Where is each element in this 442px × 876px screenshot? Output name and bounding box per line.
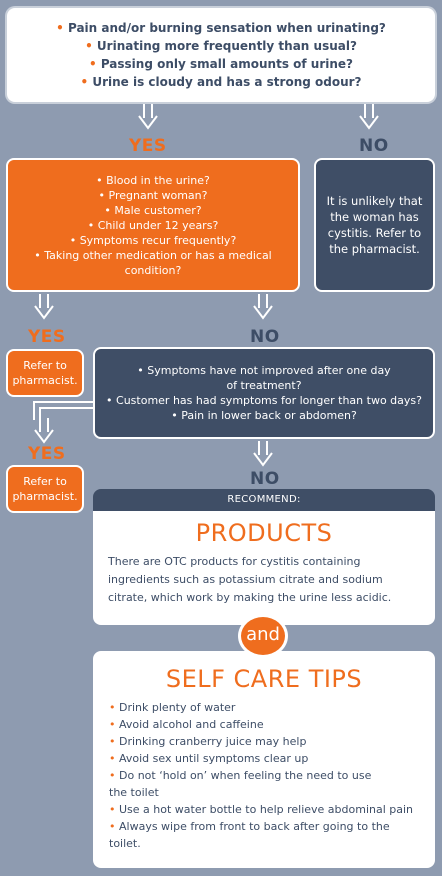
refer-line: Refer to — [23, 475, 67, 488]
list-item: • Avoid sex until symptoms clear up — [109, 752, 309, 765]
list-item: toilet. — [109, 837, 141, 850]
question-item: • Male customer? — [104, 203, 202, 217]
self-care-tips-box: SELF CARE TIPS • Drink plenty of water •… — [93, 651, 435, 868]
question-item: • Blood in the urine? — [96, 173, 210, 187]
arrow-down-icon — [253, 294, 273, 320]
question-item: • Pain in lower back or abdomen? — [171, 409, 357, 422]
arrow-down-icon — [253, 441, 273, 467]
arrow-down-icon — [359, 104, 379, 130]
list-item: • Drink plenty of water — [109, 701, 236, 714]
no-label: NO — [250, 327, 280, 347]
products-box: PRODUCTS There are OTC products for cyst… — [93, 511, 435, 625]
products-text: There are OTC products for cystitis cont… — [108, 555, 392, 604]
list-item: • Avoid alcohol and caffeine — [109, 718, 264, 731]
arrow-down-icon — [34, 294, 54, 320]
question-item: • Urine is cloudy and has a strong odour… — [80, 75, 362, 89]
arrow-down-icon — [34, 418, 54, 444]
question-item: • Taking other medication or has a medic… — [34, 248, 272, 262]
list-item: • Do not ‘hold on’ when feeling the need… — [109, 769, 372, 782]
no-box-line: It is unlikely that — [326, 194, 423, 208]
question-item: • Child under 12 years? — [87, 218, 219, 232]
yes-label: YES — [28, 444, 66, 464]
question-item: of treatment? — [226, 379, 302, 392]
refer-pharmacist-box: Refer to pharmacist. — [6, 465, 84, 513]
list-item: • Drinking cranberry juice may help — [109, 735, 307, 748]
question-item: • Pregnant woman? — [98, 188, 208, 202]
question-item: • Customer has had symptoms for longer t… — [106, 394, 422, 407]
question-item: • Passing only small amounts of urine? — [88, 57, 354, 71]
question-red-flags: • Blood in the urine? • Pregnant woman? … — [6, 158, 300, 292]
no-cystitis-box: It is unlikely that the woman has cystit… — [314, 158, 435, 292]
refer-line: pharmacist. — [12, 490, 78, 503]
recommend-header: RECOMMEND: — [93, 489, 435, 511]
yes-label: YES — [129, 136, 167, 156]
question-item: • Urinating more frequently than usual? — [85, 39, 357, 53]
tips-list: • Drink plenty of water • Avoid alcohol … — [109, 699, 429, 852]
question-item: • Symptoms have not improved after one d… — [137, 364, 391, 377]
question-treatment-progress: • Symptoms have not improved after one d… — [93, 347, 435, 439]
yes-label: YES — [28, 327, 66, 347]
products-heading: PRODUCTS — [195, 519, 333, 547]
list-item: • Always wipe from front to back after g… — [109, 820, 390, 833]
refer-line: pharmacist. — [12, 374, 78, 387]
no-box-line: the pharmacist. — [329, 242, 420, 256]
list-item: the toilet — [109, 786, 159, 799]
question-symptoms: • Pain and/or burning sensation when uri… — [7, 8, 435, 102]
tips-heading: SELF CARE TIPS — [165, 665, 363, 693]
refer-line: Refer to — [23, 359, 67, 372]
no-box-line: cystitis. Refer to — [327, 226, 422, 240]
no-box-line: the woman has — [330, 210, 419, 224]
and-badge: and — [241, 617, 285, 655]
list-item: • Use a hot water bottle to help relieve… — [109, 803, 414, 816]
no-label: NO — [359, 136, 389, 156]
question-item: • Pain and/or burning sensation when uri… — [56, 21, 386, 35]
question-item: condition? — [124, 263, 182, 277]
refer-pharmacist-box: Refer to pharmacist. — [6, 349, 84, 397]
no-label: NO — [250, 469, 280, 489]
arrow-down-icon — [138, 104, 158, 130]
question-item: • Symptoms recur frequently? — [69, 233, 237, 247]
